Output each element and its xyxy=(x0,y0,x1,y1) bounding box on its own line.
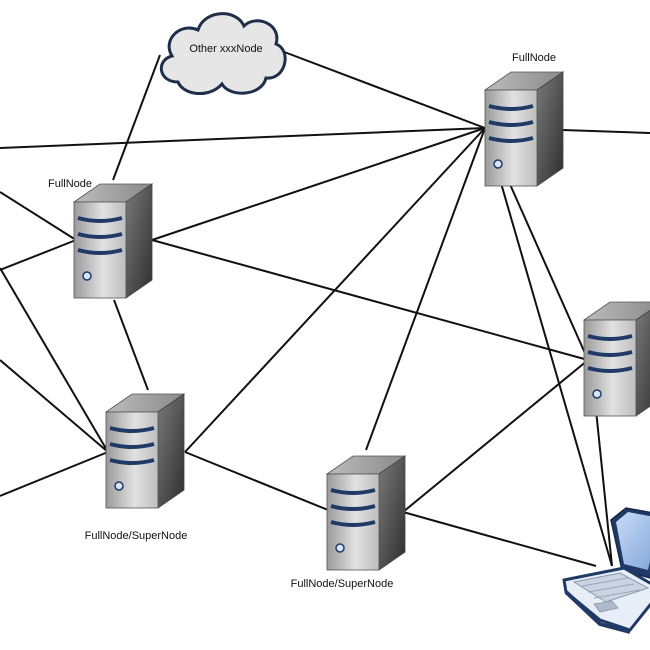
link-right-laptop xyxy=(595,409,613,567)
link-edge-fullnode-top xyxy=(0,127,486,149)
laptop-icon xyxy=(562,507,650,634)
server-icon xyxy=(483,70,565,188)
link-cloud-fullnode-top xyxy=(278,49,486,129)
server-right xyxy=(582,300,650,418)
link-midleft-mid xyxy=(184,451,329,511)
link-mid-laptop xyxy=(402,511,597,567)
server-label: FullNode xyxy=(512,52,556,64)
link-top-offscreen xyxy=(562,129,650,134)
server-top-right: FullNode xyxy=(483,52,565,188)
cloud-icon xyxy=(160,12,287,95)
link-edge-midleft-c xyxy=(0,451,109,497)
link-edge-left-a xyxy=(0,191,77,241)
cloud-node: Other xxxNode xyxy=(160,12,287,95)
cloud-label: Other xxxNode xyxy=(189,43,262,55)
server-mid: FullNode/SuperNode xyxy=(291,454,407,590)
link-left-midleft xyxy=(113,299,149,391)
server-icon xyxy=(104,392,186,510)
link-edge-midleft-b xyxy=(0,359,109,453)
laptop-node xyxy=(562,507,650,634)
link-mid-right xyxy=(402,359,589,513)
link-cloud-fullnode-left xyxy=(112,54,161,181)
server-label: FullNode/SuperNode xyxy=(85,530,188,542)
server-icon xyxy=(582,300,650,418)
server-icon xyxy=(72,182,154,300)
server-label: FullNode xyxy=(48,178,92,190)
server-icon xyxy=(325,454,407,572)
link-edge-midleft-a xyxy=(0,267,109,453)
server-left: FullNode xyxy=(48,178,154,300)
link-left-right xyxy=(151,239,589,361)
server-label: FullNode/SuperNode xyxy=(291,578,394,590)
link-top-laptop xyxy=(484,127,613,567)
link-left-top xyxy=(151,127,486,241)
link-mid-top xyxy=(365,127,486,451)
server-mid-left: FullNode/SuperNode xyxy=(85,392,188,542)
link-edge-left-b xyxy=(0,239,77,271)
